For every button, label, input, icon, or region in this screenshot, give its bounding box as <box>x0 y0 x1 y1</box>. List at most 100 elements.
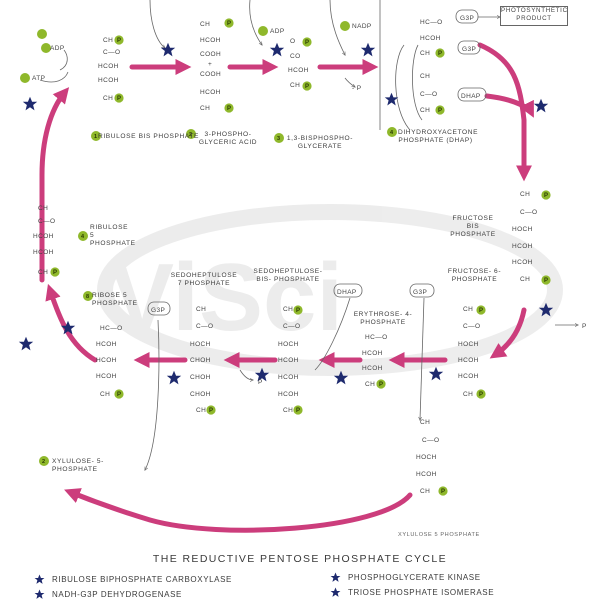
svg-text:CH: CH <box>283 306 293 313</box>
svg-text:HCOH: HCOH <box>278 391 299 398</box>
label-s7p: SEDOHEPTULOSE 7 PHOSPHATE <box>170 272 238 287</box>
svg-text:COOH: COOH <box>200 51 221 58</box>
svg-text:COOH: COOH <box>200 71 221 78</box>
legend-item-4: TRIOSE PHOSPHATE ISOMERASE <box>348 588 495 597</box>
tag-dhap-2: DHAP <box>337 289 357 296</box>
label-fbp: FRUCTOSE BIS PHOSPHATE <box>450 215 496 238</box>
star-fructose <box>428 366 444 381</box>
cofactor-adp-top: ADP <box>270 28 285 35</box>
svg-text:HC—O: HC—O <box>420 19 443 26</box>
phosphate-disc <box>302 81 312 91</box>
label-r5p: RIBOSE 5 PHOSPHATE <box>92 292 138 307</box>
tags <box>147 9 487 316</box>
svg-text:HCOH: HCOH <box>96 357 117 364</box>
svg-text:O: O <box>290 38 295 45</box>
svg-text:C—O: C—O <box>38 218 55 225</box>
svg-text:CH: CH <box>290 82 300 89</box>
svg-text:HOCH: HOCH <box>512 226 533 233</box>
phosphate-disc <box>302 37 312 47</box>
svg-text:CHOH: CHOH <box>190 391 211 398</box>
cofactor-atp: ATP <box>32 75 45 82</box>
label-xu5p: XYLULOSE- 5- PHOSPHATE <box>52 458 104 473</box>
legend-star-2 <box>34 589 45 599</box>
legend-star-4 <box>330 587 341 597</box>
phosphate-symbol: P <box>296 308 300 314</box>
svg-text:HCOH: HCOH <box>420 35 441 42</box>
product-box: PHOTOSYNTHETIC PRODUCT <box>500 6 568 26</box>
phosphate-disc <box>376 379 386 389</box>
svg-text:CH: CH <box>38 269 48 276</box>
star-rubisco <box>160 42 176 57</box>
phosphate-symbol: P <box>296 408 300 414</box>
phosphate-symbol: P <box>227 21 231 27</box>
label-rubp: RIBULOSE BIS PHOSPHATE <box>98 133 200 140</box>
phosphate-symbol: P <box>438 51 442 57</box>
svg-text:HCOH: HCOH <box>362 350 383 357</box>
phosphate-disc <box>476 389 486 399</box>
svg-text:CH: CH <box>38 205 48 212</box>
svg-text:HC—O: HC—O <box>100 325 123 332</box>
svg-text:C—O: C—O <box>422 437 439 444</box>
svg-text:C—O: C—O <box>103 49 120 56</box>
svg-text:HCOH: HCOH <box>200 89 221 96</box>
tag-g3p-2: G3P <box>462 46 476 53</box>
svg-text:CH: CH <box>463 306 473 313</box>
svg-text:CH: CH <box>100 391 110 398</box>
phosphate-symbol: P <box>305 40 309 46</box>
num-rubp: 1 <box>94 134 97 140</box>
svg-text:HOCH: HOCH <box>416 454 437 461</box>
tag-text: G3P G3P DHAP G3P DHAP G3P <box>151 15 480 314</box>
svg-text:HCOH: HCOH <box>96 373 117 380</box>
svg-text:C—O: C—O <box>520 209 537 216</box>
svg-text:CH: CH <box>420 419 430 426</box>
svg-text:CHOH: CHOH <box>190 374 211 381</box>
cofactor-pi-mid: P <box>258 379 263 386</box>
svg-text:C—O: C—O <box>420 91 437 98</box>
phosphate-symbol: P <box>117 96 121 102</box>
tag-g3p-4: G3P <box>413 289 427 296</box>
svg-text:+: + <box>208 61 212 68</box>
star-left-low <box>18 336 34 351</box>
label-xu5p-bottom: XYLULOSE 5 PHOSPHATE <box>398 532 480 538</box>
svg-text:CH: CH <box>463 391 473 398</box>
svg-text:CO: CO <box>290 53 301 60</box>
phosphate-disc <box>293 305 303 315</box>
svg-text:HCOH: HCOH <box>96 341 117 348</box>
svg-text:HCOH: HCOH <box>362 365 383 372</box>
svg-text:C—O: C—O <box>463 323 480 330</box>
legend-item-3: PHOSPHOGLYCERATE KINASE <box>348 573 481 582</box>
arrow-dhap-to-fructose <box>484 93 534 118</box>
svg-text:HCOH: HCOH <box>98 77 119 84</box>
svg-text:CH: CH <box>196 306 206 313</box>
legend-star-3 <box>330 572 341 582</box>
num-ru5p: 4 <box>81 234 85 240</box>
legend-item-1: RIBULOSE BIPHOSPHATE CARBOXYLASE <box>52 575 232 584</box>
phosphate-disc <box>50 267 60 277</box>
phosphate-disc <box>114 389 124 399</box>
phosphate-symbol: P <box>209 408 213 414</box>
svg-text:CH: CH <box>103 95 113 102</box>
svg-text:CH: CH <box>520 191 530 198</box>
arrow-fructose-down <box>489 307 527 359</box>
star-kinase <box>269 42 285 57</box>
star-dehydrogenase <box>360 42 376 57</box>
svg-text:CHOH: CHOH <box>190 357 211 364</box>
phosphate-symbol: P <box>479 392 483 398</box>
arrow-g3p-down-right <box>477 42 533 182</box>
phosphate-disc <box>541 275 551 285</box>
svg-text:CH: CH <box>103 37 113 44</box>
svg-text:HCOH: HCOH <box>98 63 119 70</box>
star-left-top <box>22 96 38 111</box>
phosphate-symbol: P <box>544 278 548 284</box>
phosphate-symbol: P <box>227 106 231 112</box>
svg-text:HCOH: HCOH <box>33 233 54 240</box>
cofactor-nadp: NADP <box>352 23 372 30</box>
svg-text:HCOH: HCOH <box>200 37 221 44</box>
phosphate-symbol: P <box>117 38 121 44</box>
star-isomerase <box>533 98 549 113</box>
phosphate-disc <box>114 35 124 45</box>
svg-text:HCOH: HCOH <box>416 471 437 478</box>
svg-text:CH: CH <box>420 50 430 57</box>
